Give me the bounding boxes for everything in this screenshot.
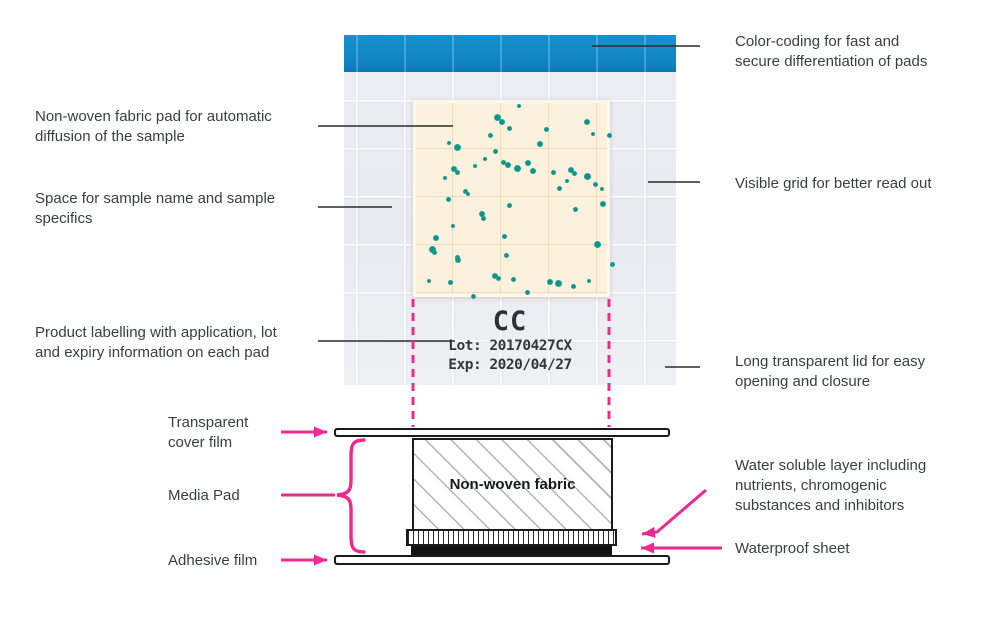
colony-dot [451, 166, 457, 172]
label-sample-space: Space for sample name and sample specifi… [35, 190, 276, 227]
colony-dot [455, 257, 461, 263]
colony-dot [454, 169, 460, 175]
colony-dot [556, 185, 562, 191]
colony-dot [572, 206, 578, 212]
colony-dot [583, 172, 591, 180]
colony-dot [501, 233, 507, 239]
colony-dot [592, 181, 598, 187]
colony-dot [524, 289, 530, 295]
fabric-pad [413, 100, 615, 299]
water-soluble-layer-shape [406, 529, 617, 546]
colony-dot [499, 119, 505, 125]
colony-dot [443, 176, 447, 180]
colony-dot [600, 187, 604, 191]
colony-dot [492, 273, 498, 279]
colony-dot [510, 276, 516, 282]
label-product-labelling: Product labelling with application, lot … [35, 324, 277, 361]
colony-dot [513, 164, 521, 172]
colony-dot [462, 188, 468, 194]
non-woven-fabric-shape: Non-woven fabric [412, 438, 613, 531]
colony-dot [506, 125, 512, 131]
colony-dot [447, 279, 453, 285]
colony-dot [570, 283, 576, 289]
colony-dot [543, 126, 549, 132]
color-coding-strip [344, 35, 676, 72]
label-long-lid: Long transparent lid for easy opening an… [735, 353, 926, 390]
label-nonwoven-pad: Non-woven fabric pad for automatic diffu… [35, 108, 272, 145]
colony-dot [470, 293, 476, 299]
colony-dot [525, 160, 531, 166]
label-media-pad: Media Pad [168, 487, 240, 504]
colony-dot [517, 104, 521, 108]
label-cover-film: Transparent cover film [168, 414, 249, 451]
colony-dot [451, 224, 455, 228]
colony-dot [493, 113, 501, 121]
colony-dot [479, 211, 485, 217]
colony-dot [500, 159, 506, 165]
colony-dot [550, 169, 556, 175]
colony-dot [505, 162, 511, 168]
colony-dot [445, 196, 451, 202]
colony-dot [530, 168, 536, 174]
colony-dot [571, 170, 577, 176]
label-visible-grid: Visible grid for better read out [735, 175, 932, 192]
colony-dot [593, 240, 601, 248]
colony-dot [568, 167, 574, 173]
label-water-soluble: Water soluble layer including nutrients,… [735, 457, 927, 514]
colony-dot [554, 279, 562, 287]
colony-dot [495, 275, 501, 281]
non-woven-fabric-label: Non-woven fabric [449, 476, 576, 493]
colony-dot [503, 252, 509, 258]
label-waterproof-sheet: Waterproof sheet [735, 540, 850, 557]
product-photo-plate: CC Lot: 20170427CX Exp: 2020/04/27 [344, 35, 676, 385]
arrow-water-soluble [641, 488, 707, 538]
color-strip-grid [344, 35, 676, 72]
colony-dot [609, 261, 615, 267]
plate-exp: Exp: 2020/04/27 [448, 357, 572, 373]
waterproof-sheet-shape [411, 546, 612, 555]
adhesive-film-shape [334, 555, 670, 565]
colony-dot [453, 143, 461, 151]
colony-dot [431, 249, 437, 255]
colony-dot [591, 132, 595, 136]
fabric-pad-grid [416, 103, 607, 294]
colony-dot [428, 245, 436, 253]
colony-dot [433, 235, 439, 241]
colony-dot [547, 279, 553, 285]
colony-dot [600, 201, 606, 207]
media-pad-brace [336, 438, 366, 554]
colony-dot [427, 279, 431, 283]
colony-dot [480, 215, 486, 221]
plate-lot: Lot: 20170427CX [448, 338, 572, 354]
label-adhesive-film: Adhesive film [168, 552, 258, 569]
colony-dot [506, 202, 512, 208]
colony-dot [537, 141, 543, 147]
colony-dot [473, 164, 477, 168]
colony-dot [487, 132, 493, 138]
colony-dot [587, 279, 591, 283]
colony-dot [606, 132, 612, 138]
colony-dot [447, 141, 451, 145]
colony-dot [584, 119, 590, 125]
colony-dot [565, 179, 569, 183]
colony-dot [483, 157, 487, 161]
plate-label-block: CC Lot: 20170427CX Exp: 2020/04/27 [344, 307, 676, 375]
colony-dot [466, 192, 470, 196]
colony-dot [492, 148, 498, 154]
transparent-cover-film-shape [334, 428, 670, 437]
plate-code: CC [492, 306, 528, 337]
label-color-coding: Color-coding for fast and secure differe… [735, 33, 928, 70]
